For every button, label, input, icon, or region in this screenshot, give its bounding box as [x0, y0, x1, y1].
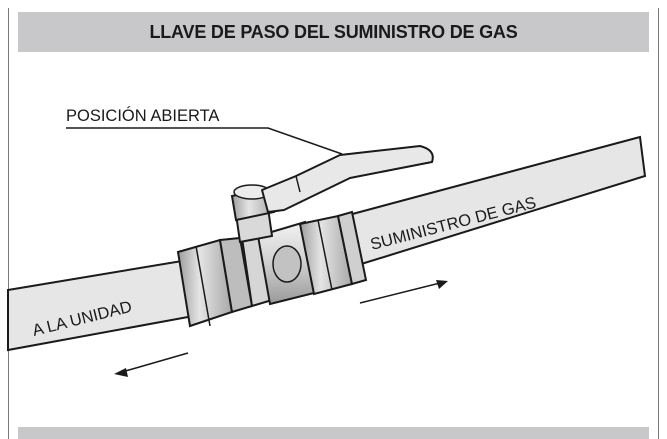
figure-title: LLAVE DE PASO DEL SUMINISTRO DE GAS [149, 21, 518, 42]
position-open-label: POSICIÓN ABIERTA [66, 106, 219, 125]
arrow-left-icon [114, 352, 189, 377]
valve-lever-handle [261, 145, 434, 213]
figure-frame [8, 8, 659, 439]
footer-bar [18, 427, 649, 439]
arrow-right-icon [359, 280, 448, 304]
position-leader-line [66, 127, 343, 155]
left-union-nut [176, 232, 274, 328]
right-union-nut [298, 210, 368, 296]
header-bar: LLAVE DE PASO DEL SUMINISTRO DE GAS [18, 12, 649, 52]
